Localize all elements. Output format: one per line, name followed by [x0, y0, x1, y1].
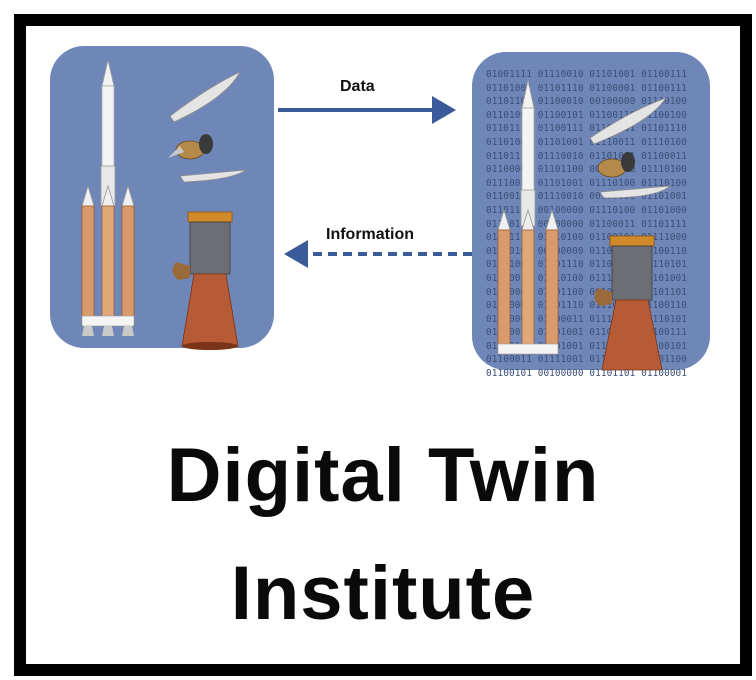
data-arrow — [278, 96, 456, 124]
flow-arrows — [278, 96, 472, 268]
digital-twin-panel: 01001111 01110010 01101001 01100111 01101… — [472, 52, 710, 379]
digital-rocket-engine — [594, 235, 663, 371]
digital-fairing-parts — [589, 97, 672, 199]
binary-line: 01110010 01101001 01110100 01110100 — [486, 177, 688, 189]
digital-rocket-core — [520, 79, 536, 227]
binary-line: 01101001 01101110 01100001 01100111 — [486, 82, 688, 94]
binary-line: 01100101 00100000 01101101 01100001 — [486, 368, 688, 380]
fairing-parts — [168, 71, 248, 183]
physical-asset-panel — [50, 46, 274, 350]
rocket-illustration — [81, 59, 248, 350]
information-arrow-label: Information — [326, 226, 414, 243]
binary-line: 01100101 00100000 01100011 01101111 — [486, 218, 688, 230]
title-line-1: Digital Twin — [166, 433, 600, 518]
rocket-boosters — [81, 184, 135, 336]
binary-line: 01001111 01110010 01101001 01100111 — [486, 69, 688, 80]
binary-line: 01101110 00100000 01110100 01101000 — [486, 204, 688, 216]
rocket-engine — [172, 211, 239, 350]
digital-rocket-illustration — [497, 79, 672, 371]
data-arrow-label: Data — [340, 78, 375, 95]
title-line-2: Institute — [230, 551, 536, 636]
logo-frame: 01001111 01110010 01101001 01100111 01101… — [14, 14, 752, 676]
binary-line: 01101000 01100101 01100110 01100100 — [486, 109, 688, 121]
rocket-core — [100, 59, 116, 207]
binary-line: 01101100 01100010 00100000 01110100 — [486, 96, 688, 108]
binary-line: 01101111 01110010 01101001 01100011 — [486, 150, 688, 162]
digital-rocket-boosters — [497, 208, 559, 355]
information-arrow — [284, 240, 472, 268]
binary-line: 01101000 01101001 01110011 01110100 — [486, 136, 688, 148]
